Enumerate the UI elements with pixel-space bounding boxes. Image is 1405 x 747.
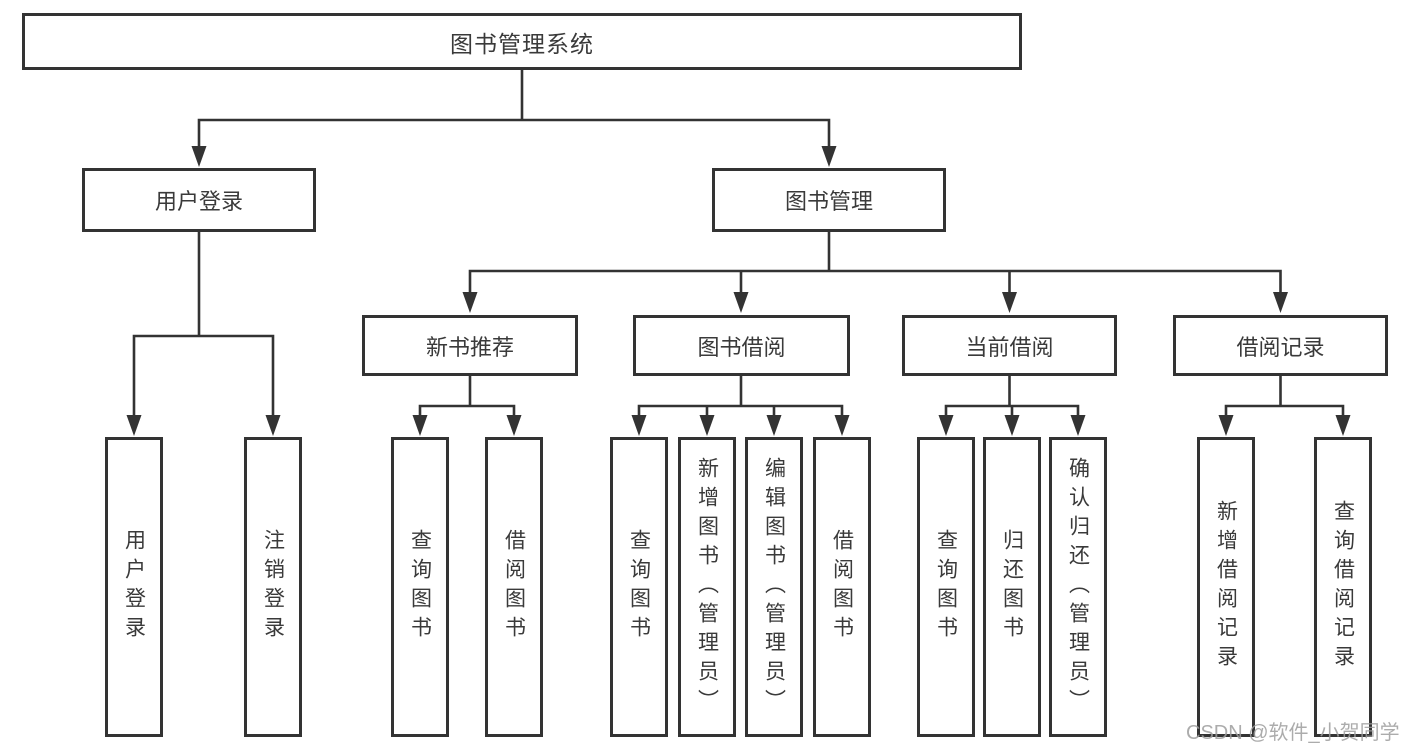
leaf-query-books-current: 查询图书 [917, 437, 975, 737]
leaf-return-books: 归还图书 [983, 437, 1041, 737]
leaf-label: 新增借阅记录 [1214, 500, 1238, 674]
leaf-query-books-borrow: 查询图书 [610, 437, 668, 737]
watermark: CSDN @软件_小贺同学 [1186, 722, 1400, 744]
leaf-label: 编辑图书（管理员） [762, 456, 786, 718]
arrow-down-icon [631, 415, 647, 436]
node-label: 当前借阅 [965, 334, 1054, 360]
node-label: 图书借阅 [697, 334, 786, 360]
arrow-down-icon [462, 292, 478, 313]
leaf-logout: 注销登录 [244, 437, 302, 737]
connector-userlogin-bus [132, 334, 275, 422]
arrow-down-icon [506, 415, 522, 436]
leaf-label: 查询图书 [408, 529, 432, 645]
connector-records-bus [1224, 404, 1345, 422]
connector-level3-bus [468, 269, 1282, 299]
arrow-down-icon [265, 415, 281, 436]
leaf-label: 确认归还（管理员） [1066, 456, 1090, 718]
arrow-down-icon [1004, 415, 1020, 436]
arrow-down-icon [1002, 292, 1017, 313]
connector-current-bus [944, 404, 1080, 422]
node-user-login: 用户登录 [82, 168, 316, 232]
leaf-edit-books-admin: 编辑图书（管理员） [745, 437, 803, 737]
leaf-user-login: 用户登录 [105, 437, 163, 737]
leaf-label: 新增图书（管理员） [695, 456, 719, 718]
leaf-query-books-recommend: 查询图书 [391, 437, 449, 737]
leaf-label: 查询图书 [934, 529, 958, 645]
leaf-label: 用户登录 [122, 529, 146, 645]
arrow-down-icon [1070, 415, 1086, 436]
connector-newbook-bus [418, 404, 516, 422]
arrow-down-icon [1335, 415, 1351, 436]
arrow-down-icon [821, 146, 837, 167]
node-borrowing-records: 借阅记录 [1173, 315, 1388, 376]
node-label: 用户登录 [154, 189, 243, 214]
leaf-add-books-admin: 新增图书（管理员） [678, 437, 736, 737]
leaf-label: 查询图书 [627, 529, 651, 645]
arrow-down-icon [412, 415, 428, 436]
arrow-down-icon [766, 415, 782, 436]
node-library-system: 图书管理系统 [22, 13, 1022, 70]
leaf-label: 借阅图书 [830, 529, 854, 645]
node-book-borrowing: 图书借阅 [633, 315, 850, 376]
arrow-down-icon [699, 415, 715, 436]
arrow-down-icon [126, 415, 142, 436]
leaf-confirm-return-admin: 确认归还（管理员） [1049, 437, 1107, 737]
leaf-label: 查询借阅记录 [1331, 500, 1355, 674]
arrow-down-icon [834, 415, 850, 436]
leaf-label: 注销登录 [261, 529, 285, 645]
node-label: 新书推荐 [425, 334, 514, 360]
node-label: 图书管理 [784, 189, 873, 214]
leaf-label: 归还图书 [1000, 529, 1024, 645]
arrow-down-icon [938, 415, 954, 436]
leaf-query-borrow-record: 查询借阅记录 [1314, 437, 1372, 737]
leaf-add-borrow-record: 新增借阅记录 [1197, 437, 1255, 737]
arrow-down-icon [1273, 292, 1288, 313]
node-label: 图书管理系统 [450, 30, 594, 57]
arrow-down-icon [191, 146, 207, 167]
leaf-borrow-books: 借阅图书 [813, 437, 871, 737]
arrow-down-icon [733, 292, 749, 313]
node-label: 借阅记录 [1236, 334, 1325, 360]
leaf-borrow-books-recommend: 借阅图书 [485, 437, 543, 737]
connector-level2-bus [197, 118, 831, 152]
arrow-down-icon [1218, 415, 1234, 436]
node-current-borrowing: 当前借阅 [902, 315, 1117, 376]
node-new-book-recommend: 新书推荐 [362, 315, 578, 376]
node-book-management: 图书管理 [712, 168, 946, 232]
connector-borrow-bus [637, 404, 844, 422]
leaf-label: 借阅图书 [502, 529, 526, 645]
